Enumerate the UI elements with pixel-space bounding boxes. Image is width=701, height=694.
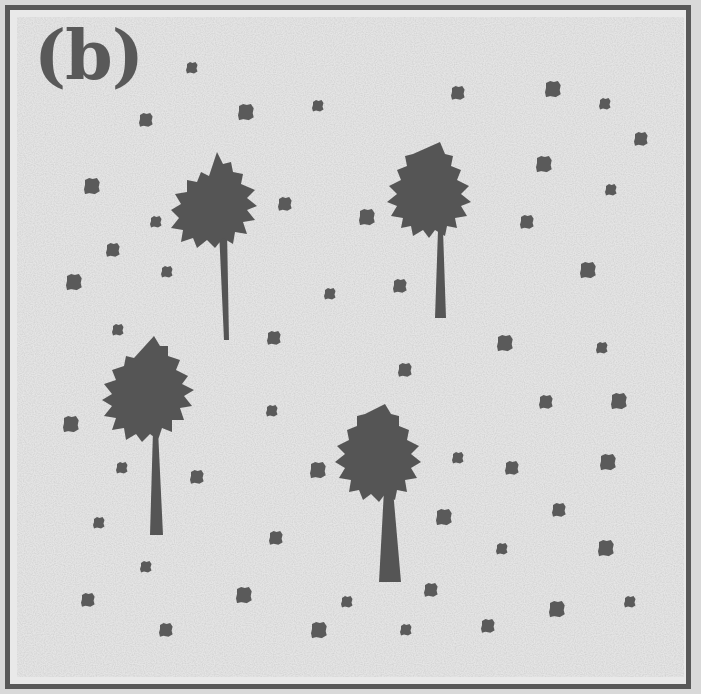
stump-mark	[393, 279, 407, 293]
stump-mark	[580, 262, 596, 278]
stump-mark	[310, 462, 326, 478]
stump-mark	[436, 509, 452, 525]
stump-mark	[452, 452, 464, 464]
stump-mark	[106, 243, 120, 257]
stump-mark	[159, 623, 173, 637]
stump-mark	[598, 540, 614, 556]
stump-mark	[112, 324, 124, 336]
stump-mark	[624, 596, 636, 608]
stump-mark	[341, 596, 353, 608]
stump-mark	[66, 274, 82, 290]
stump-mark	[605, 184, 617, 196]
stump-mark	[451, 86, 465, 100]
stump-mark	[520, 215, 534, 229]
stump-mark	[139, 113, 153, 127]
stump-mark	[611, 393, 627, 409]
stump-mark	[84, 178, 100, 194]
stump-mark	[324, 288, 336, 300]
noise-texture	[17, 17, 684, 677]
stump-mark	[536, 156, 552, 172]
stump-mark	[150, 216, 162, 228]
panel-label: (b)	[34, 22, 143, 90]
stump-mark	[311, 622, 327, 638]
stump-mark	[161, 266, 173, 278]
stump-mark	[539, 395, 553, 409]
stump-mark	[116, 462, 128, 474]
stump-mark	[236, 587, 252, 603]
stump-mark	[398, 363, 412, 377]
stump-mark	[424, 583, 438, 597]
stump-mark	[634, 132, 648, 146]
stump-mark	[359, 209, 375, 225]
stump-mark	[140, 561, 152, 573]
stump-mark	[505, 461, 519, 475]
stump-mark	[266, 405, 278, 417]
stump-mark	[312, 100, 324, 112]
stump-mark	[267, 331, 281, 345]
stump-mark	[481, 619, 495, 633]
stump-mark	[238, 104, 254, 120]
stump-mark	[269, 531, 283, 545]
stump-mark	[186, 62, 198, 74]
stump-mark	[596, 342, 608, 354]
stump-mark	[599, 98, 611, 110]
stump-mark	[278, 197, 292, 211]
stump-mark	[552, 503, 566, 517]
stump-mark	[190, 470, 204, 484]
stump-mark	[63, 416, 79, 432]
stump-mark	[81, 593, 95, 607]
stump-mark	[600, 454, 616, 470]
stump-mark	[545, 81, 561, 97]
stump-mark	[496, 543, 508, 555]
stump-mark	[93, 517, 105, 529]
stump-mark	[400, 624, 412, 636]
stump-mark	[549, 601, 565, 617]
stump-mark	[497, 335, 513, 351]
